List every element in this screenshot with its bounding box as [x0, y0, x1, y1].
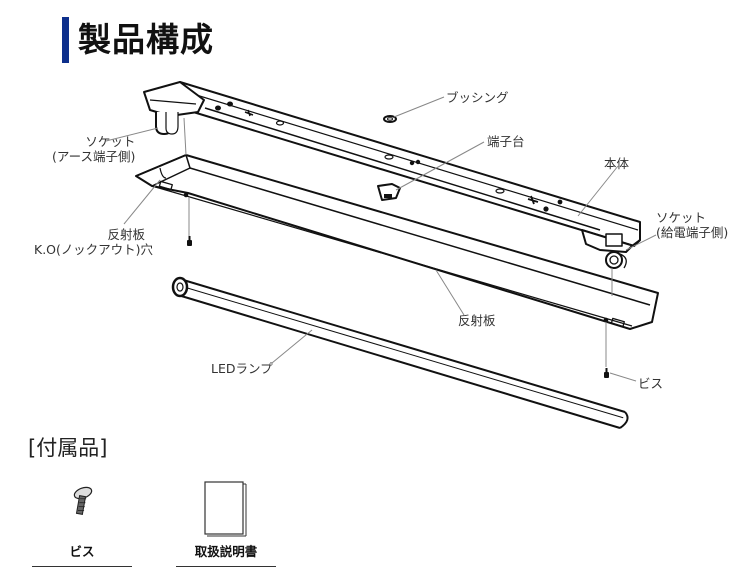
- socket-earth-side: [155, 112, 179, 135]
- reflector-plate: [135, 154, 659, 330]
- accessories-heading: [付属品]: [28, 436, 108, 460]
- screw-icon: [73, 486, 93, 515]
- accessory-manual-label: 取扱説明書: [194, 544, 258, 559]
- socket-power-side: [605, 233, 627, 269]
- label-body: 本体: [604, 156, 630, 171]
- accessory-screw-underline: [32, 566, 132, 567]
- label-reflector-ko: 反射板 K.O(ノックアウト)穴: [34, 227, 154, 257]
- screw-left: [187, 236, 192, 246]
- title-accent-bar: [62, 17, 69, 63]
- label-reflector: 反射板: [458, 313, 496, 328]
- screw-right: [604, 368, 609, 378]
- label-terminal-block: 端子台: [487, 134, 525, 149]
- leader-lines: [105, 96, 657, 382]
- label-screw: ビス: [638, 376, 664, 391]
- label-bushing: ブッシング: [446, 90, 509, 105]
- terminal-block: [377, 183, 401, 201]
- accessory-screw-label: ビス: [69, 544, 95, 559]
- accessory-manual-underline: [176, 566, 276, 567]
- label-led-lamp: LEDランプ: [211, 361, 273, 376]
- label-socket-power: ソケット (給電端子側): [656, 210, 729, 240]
- manual-icon: [204, 481, 247, 537]
- led-lamp-tube: [171, 276, 629, 429]
- page-title: 製品構成: [78, 20, 214, 59]
- label-socket-earth: ソケット (アース端子側): [52, 134, 136, 164]
- bushing: [383, 115, 397, 123]
